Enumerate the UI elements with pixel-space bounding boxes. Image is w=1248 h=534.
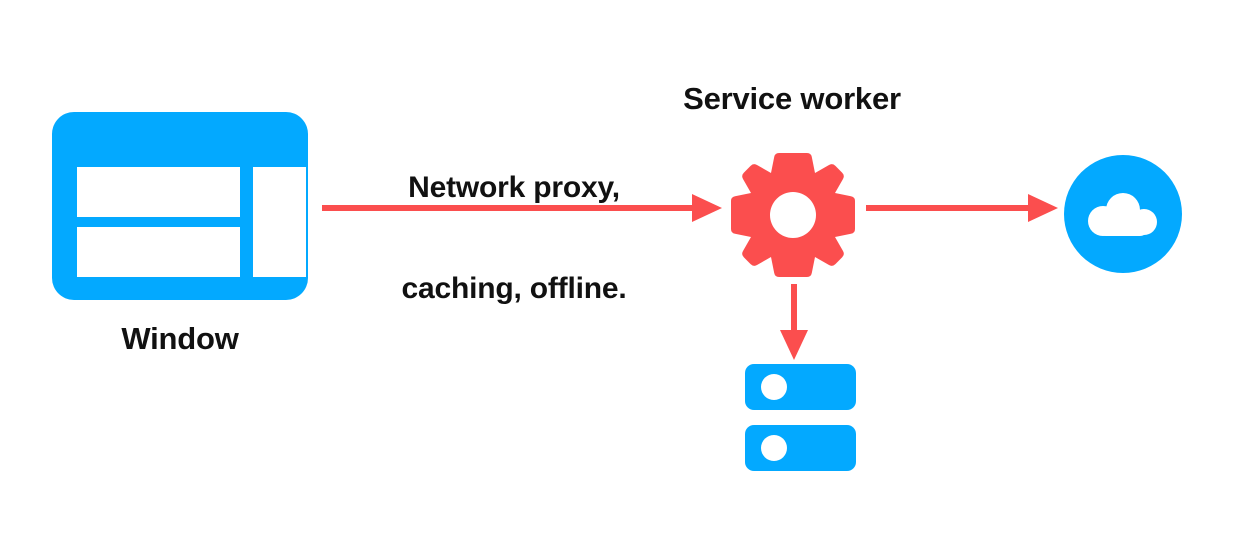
network-proxy-caption-line-2: caching, offline.: [401, 271, 627, 305]
browser-window-icon: [52, 112, 308, 300]
gear-icon: [729, 151, 857, 279]
cache-storage-icon: [745, 364, 856, 471]
cache-bar-top: [745, 364, 856, 410]
window-pane-top: [77, 167, 240, 217]
cache-bar-bottom: [745, 425, 856, 471]
window-pane-side: [253, 167, 306, 277]
cloud-icon: [1064, 155, 1182, 273]
window-pane-bottom: [77, 227, 240, 277]
network-proxy-caption: Network proxy, caching, offline.: [364, 104, 664, 373]
arrow-window-to-service-worker: [322, 192, 722, 224]
cache-bar-bottom-indicator: [761, 435, 787, 461]
cache-bar-top-indicator: [761, 374, 787, 400]
arrow-service-worker-to-cache: [778, 284, 810, 360]
network-proxy-caption-line-1: Network proxy,: [408, 171, 620, 205]
window-label: Window: [121, 321, 239, 356]
arrow-service-worker-to-cloud: [866, 192, 1058, 224]
service-worker-label: Service worker: [683, 81, 901, 116]
